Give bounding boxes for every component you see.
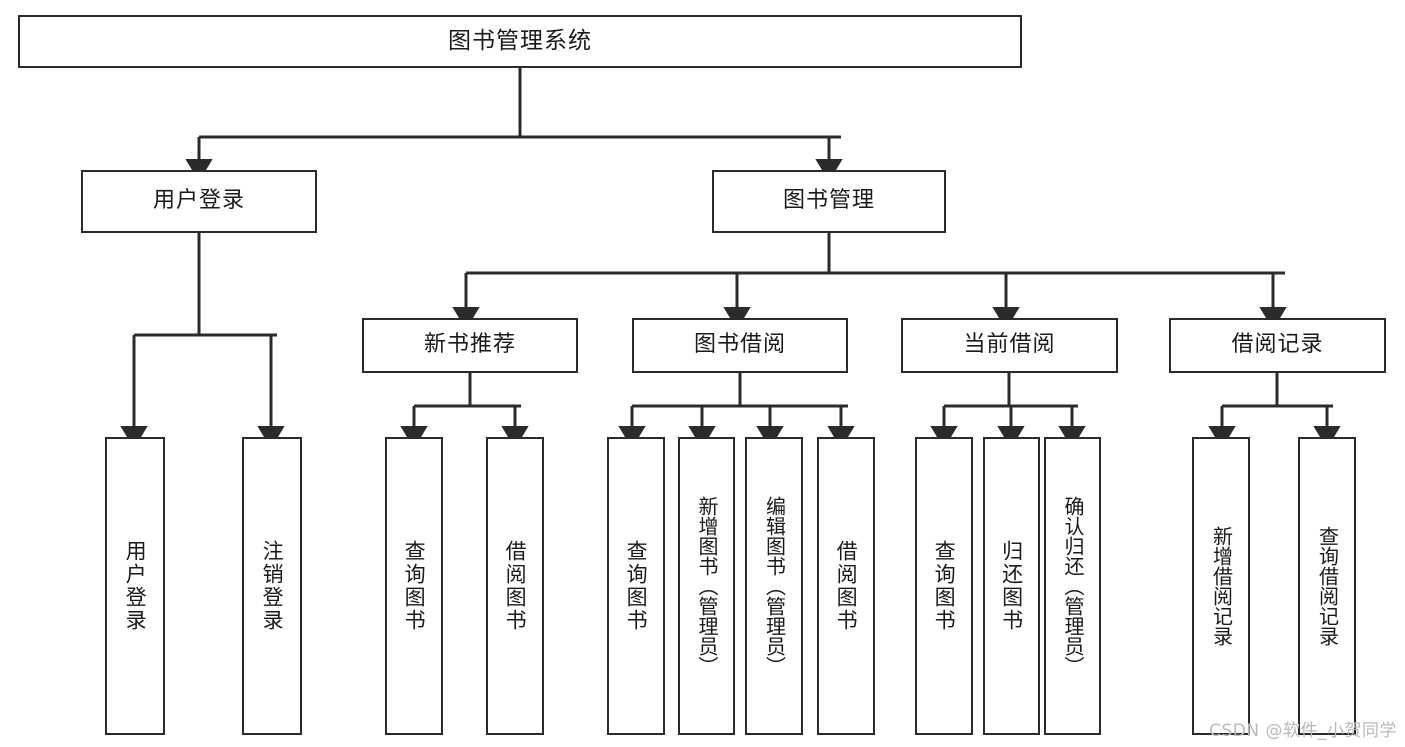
node-leaf-return-book[interactable]: 归还图书 [983, 437, 1040, 735]
node-book-borrow[interactable]: 图书借阅 [632, 318, 848, 373]
node-leaf-query-record[interactable]: 查询借阅记录 [1298, 437, 1356, 735]
node-leaf-query-book-1[interactable]: 查询图书 [385, 437, 443, 735]
node-leaf-query-book-2[interactable]: 查询图书 [607, 437, 665, 735]
node-leaf-add-record[interactable]: 新增借阅记录 [1192, 437, 1250, 735]
node-leaf-add-book[interactable]: 新增图书（管理员） [678, 437, 735, 735]
node-borrow-record[interactable]: 借阅记录 [1169, 318, 1386, 373]
node-leaf-logout-login[interactable]: 注销登录 [242, 437, 302, 735]
watermark-text: CSDN @软件_小贺同学 [1209, 721, 1397, 741]
node-new-book-recommend[interactable]: 新书推荐 [362, 318, 578, 373]
node-book-manage[interactable]: 图书管理 [712, 170, 946, 233]
node-leaf-user-login[interactable]: 用户登录 [105, 437, 165, 735]
node-leaf-query-book-3[interactable]: 查询图书 [915, 437, 973, 735]
node-leaf-edit-book[interactable]: 编辑图书（管理员） [745, 437, 803, 735]
node-leaf-borrow-book-2[interactable]: 借阅图书 [817, 437, 875, 735]
node-root[interactable]: 图书管理系统 [18, 15, 1022, 68]
node-leaf-borrow-book-1[interactable]: 借阅图书 [486, 437, 544, 735]
node-leaf-confirm-return[interactable]: 确认归还（管理员） [1044, 437, 1101, 735]
node-current-borrow[interactable]: 当前借阅 [901, 318, 1118, 373]
node-user-login[interactable]: 用户登录 [81, 170, 317, 233]
